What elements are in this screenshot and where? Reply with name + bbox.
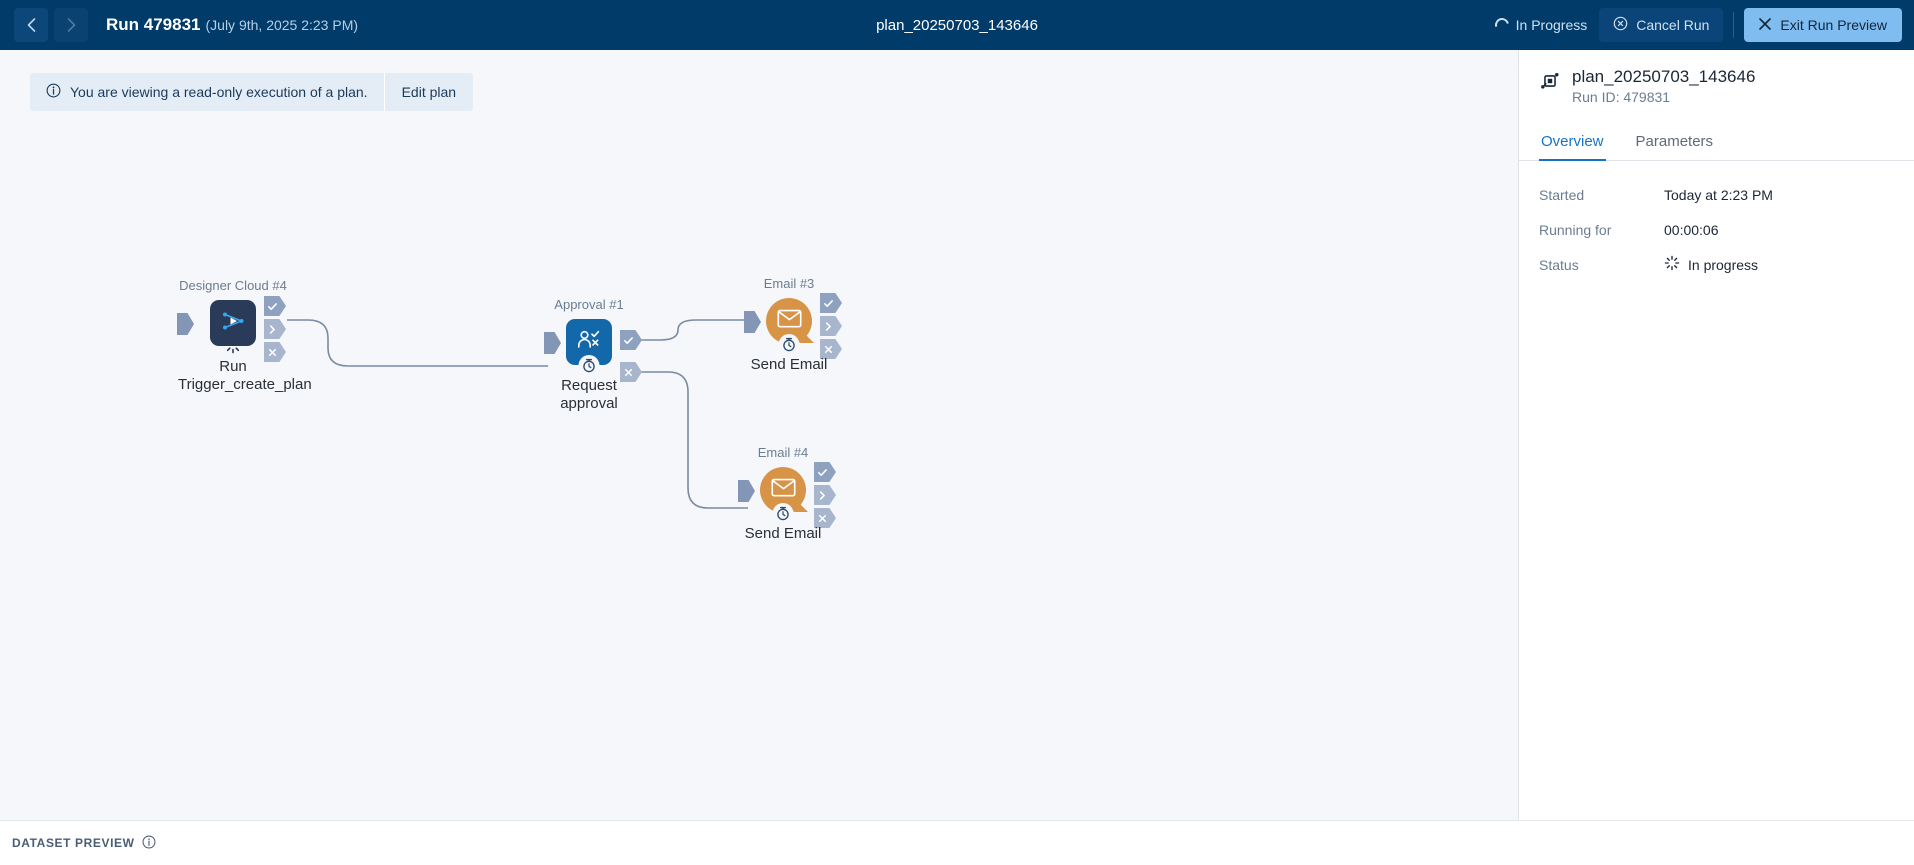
node-status-clock-badge [772,503,794,524]
readonly-banner-text: You are viewing a read-only execution of… [70,84,368,100]
run-title-text: Run 479831 [106,15,201,34]
top-header-bar: Run 479831(July 9th, 2025 2:23 PM) plan_… [0,0,1914,50]
dataset-preview-bar[interactable]: DATASET PREVIEW [0,820,1914,865]
node-status-spinner-badge [222,334,244,356]
run-status-label: In Progress [1515,17,1588,33]
detail-label-status: Status [1539,256,1579,273]
output-port-next[interactable] [814,485,836,505]
detail-label-running-for: Running for [1539,221,1612,238]
forward-button[interactable] [54,8,88,42]
flow-connections [287,319,748,509]
flow-node-approval-caption: Request approval [560,377,618,412]
detail-label-started: Started [1539,186,1585,203]
cancel-circle-icon [1613,16,1628,34]
run-details-panel: plan_20250703_143646 Run ID: 479831 Over… [1518,50,1914,820]
close-icon [1759,17,1772,33]
flow-node-email-3-caption: Send Email [750,356,828,373]
readonly-banner: You are viewing a read-only execution of… [30,73,474,111]
tab-parameters[interactable]: Parameters [1635,133,1714,150]
run-status-indicator: In Progress [1483,8,1600,42]
run-date-text: (July 9th, 2025 2:23 PM) [205,17,359,33]
output-port-success[interactable] [814,462,836,482]
banner-divider [383,73,385,111]
back-button[interactable] [14,8,48,42]
output-port-failure[interactable] [264,342,286,362]
output-port-approved[interactable] [620,330,642,350]
flow-node-email-4-type: Email #4 [757,445,809,460]
run-details-rows: Started Today at 2:23 PM Running for 00:… [1519,161,1914,282]
spinner-icon [1492,15,1512,35]
toolbar-divider [1733,12,1735,38]
output-port-failure[interactable] [820,339,842,359]
flow-node-email-3-type: Email #3 [763,276,815,291]
run-details-header: plan_20250703_143646 Run ID: 479831 [1519,50,1914,107]
email-icon-bubble[interactable] [766,298,814,355]
detail-value-status-wrap: In progress [1664,255,1758,274]
node-status-clock-badge [578,355,600,376]
envelope-icon [776,309,802,333]
user-approval-icon [575,327,603,358]
designer-cloud-icon-tile[interactable] [210,300,256,354]
chevron-left-icon [27,18,36,32]
spinner-icon [1664,255,1680,274]
workflow-play-icon [219,307,247,340]
chevron-right-icon [67,18,76,32]
edit-plan-button[interactable]: Edit plan [401,84,457,100]
flow-node-email-4[interactable]: Email #4 [738,445,836,542]
detail-value-started: Today at 2:23 PM [1664,186,1773,203]
cancel-run-button[interactable]: Cancel Run [1599,8,1724,42]
detail-row-running-for: Running for 00:00:06 [1539,212,1894,247]
history-nav-group [14,8,88,42]
flow-node-designer-cloud[interactable]: Designer Cloud #4 [177,278,312,393]
dataset-preview-label: DATASET PREVIEW [12,836,135,850]
output-port-next[interactable] [820,316,842,336]
output-port-success[interactable] [264,296,286,316]
info-circle-icon[interactable] [142,835,156,852]
flow-node-approval-type: Approval #1 [554,297,624,312]
plan-name-text: plan_20250703_143646 [876,16,1038,34]
envelope-icon [770,478,796,502]
output-port-rejected[interactable] [620,362,642,382]
run-details-run-id: Run ID: 479831 [1572,89,1671,105]
workflow-canvas[interactable]: You are viewing a read-only execution of… [0,50,1518,820]
plan-node-icon [1539,70,1561,97]
node-status-clock-badge [778,334,800,355]
exit-run-preview-button[interactable]: Exit Run Preview [1744,8,1902,42]
approval-icon-tile[interactable] [566,319,612,376]
output-port-success[interactable] [820,293,842,313]
run-title: Run 479831(July 9th, 2025 2:23 PM) [106,15,358,35]
input-port[interactable] [544,332,561,354]
flow-node-approval[interactable]: Approval #1 [544,297,642,412]
detail-value-status: In progress [1688,256,1759,273]
email-icon-bubble[interactable] [760,467,808,524]
flow-graph: Designer Cloud #4 [0,50,1518,820]
dataset-preview-label-group: DATASET PREVIEW [12,835,156,852]
detail-row-status: Status In progress [1539,247,1894,282]
flow-node-email-4-caption: Send Email [744,525,822,542]
flow-node-designer-cloud-type: Designer Cloud #4 [179,278,287,293]
input-port[interactable] [177,313,194,335]
exit-run-preview-label: Exit Run Preview [1780,17,1887,33]
tab-overview[interactable]: Overview [1539,127,1606,161]
detail-row-started: Started Today at 2:23 PM [1539,177,1894,212]
top-actions: In Progress Cancel Run Exit Run Preview [1483,0,1902,50]
input-port[interactable] [738,480,755,502]
input-port[interactable] [744,311,761,333]
cancel-run-label: Cancel Run [1636,17,1710,33]
run-details-tabs: Overview Parameters [1519,127,1914,161]
readonly-banner-message: You are viewing a read-only execution of… [30,83,384,101]
output-port-failure[interactable] [814,508,836,528]
output-port-next[interactable] [264,319,286,339]
run-details-title: plan_20250703_143646 [1572,67,1756,86]
flow-node-designer-cloud-caption: Run Trigger_create_plan [178,358,312,393]
info-circle-icon [46,83,61,101]
flow-node-email-3[interactable]: Email #3 [744,276,842,373]
detail-value-running-for: 00:00:06 [1664,221,1719,238]
